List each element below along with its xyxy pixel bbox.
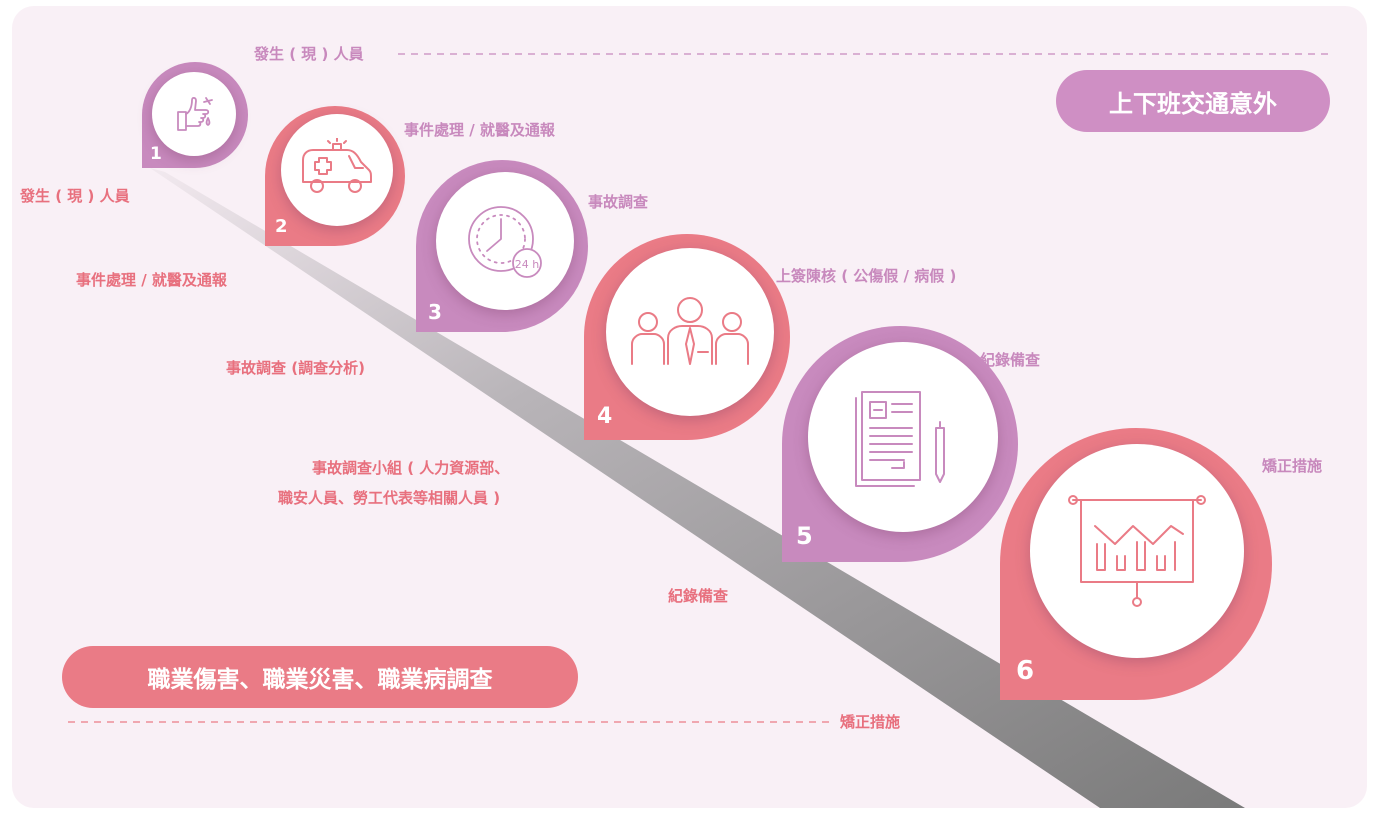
step-2-circle	[281, 114, 393, 226]
step-3-number: 3	[428, 300, 442, 324]
document-icon	[855, 391, 945, 487]
commute-step-2-label: 事件處理 / 就醫及通報	[404, 121, 555, 139]
team-icon	[631, 297, 749, 365]
step-4-circle	[606, 248, 774, 416]
occupational-step-3-label: 事故調查 (調查分析)	[226, 359, 365, 377]
ambulance-icon	[302, 138, 372, 193]
commute-accident-badge: 上下班交通意外	[1056, 70, 1330, 132]
step-5-number: 5	[796, 522, 813, 550]
commute-step-6-label: 矯正措施	[1262, 457, 1323, 475]
commute-step-3-label: 事故調查	[588, 193, 649, 211]
presentation-chart-icon	[1068, 495, 1206, 607]
step-4-number: 4	[597, 404, 613, 429]
step-2-number: 2	[275, 216, 288, 237]
occupational-step-4-label-line1: 事故調查小組 ( 人力資源部、	[312, 459, 510, 477]
occupational-injury-title: 職業傷害、職業災害、職業病調查	[147, 667, 493, 693]
commute-step-4-label: 上簽陳核 ( 公傷假 / 病假 )	[776, 267, 957, 285]
occupational-injury-badge: 職業傷害、職業災害、職業病調查	[62, 646, 578, 708]
step-1-circle	[152, 72, 236, 156]
step-5-circle	[808, 342, 998, 532]
occupational-step-6-label: 矯正措施	[840, 713, 901, 731]
step-3-circle: 24 h	[436, 172, 574, 310]
step-1-number: 1	[150, 144, 162, 164]
clock-24h-icon: 24 h	[468, 206, 542, 278]
occupational-step-2-label: 事件處理 / 就醫及通報	[76, 271, 227, 289]
svg-text:24 h: 24 h	[515, 258, 539, 271]
commute-accident-title: 上下班交通意外	[1109, 89, 1277, 118]
occupational-step-5-label: 紀錄備查	[668, 587, 729, 605]
step-6-circle	[1030, 444, 1244, 658]
hand-injury-icon	[177, 96, 213, 131]
occupational-step-4-label-line2: 職安人員、勞工代表等相關人員 )	[278, 489, 501, 507]
commute-step-5-label: 紀錄備查	[980, 351, 1041, 369]
occupational-step-1-label: 發生 ( 現 ) 人員	[20, 187, 130, 205]
step-6-number: 6	[1016, 656, 1035, 686]
commute-step-1-label: 發生 ( 現 ) 人員	[254, 45, 364, 63]
